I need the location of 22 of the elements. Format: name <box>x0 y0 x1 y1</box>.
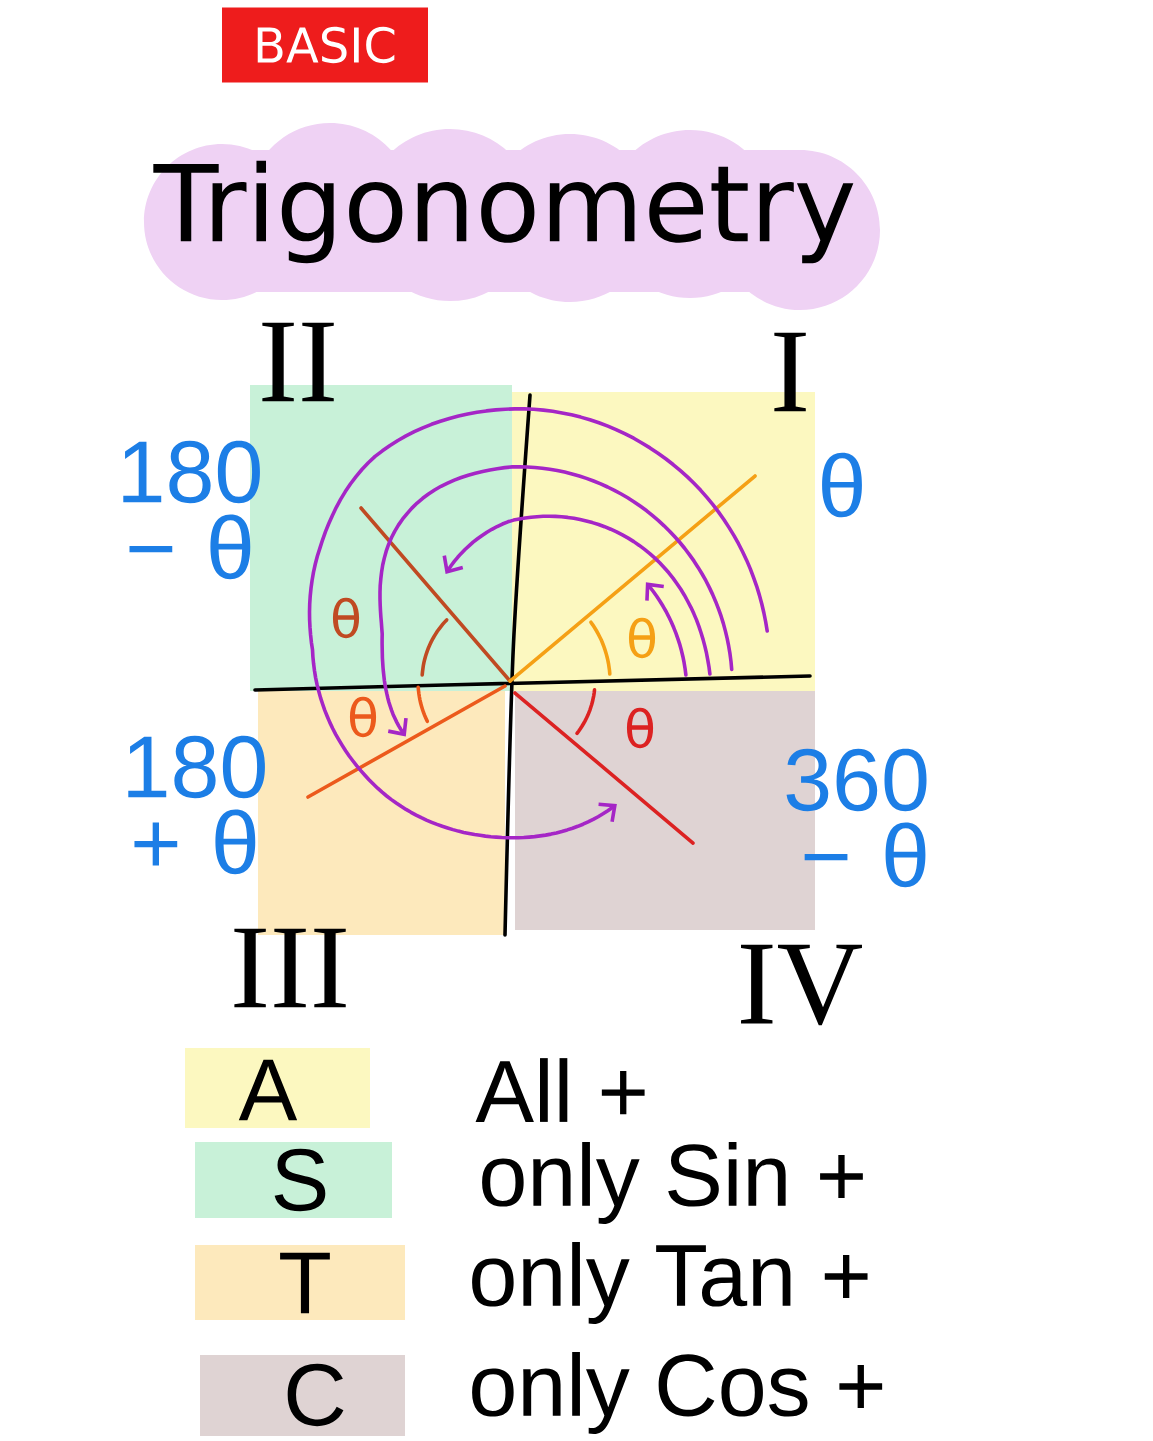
angle-formula: θ <box>822 452 862 518</box>
legend-text: All + <box>475 1058 645 1122</box>
legend-letter: T <box>280 1252 330 1314</box>
legend-letter: A <box>238 1059 298 1121</box>
quadrant-numeral: II <box>262 322 334 402</box>
angle-symbol: θ <box>349 696 377 738</box>
title: Trigonometry <box>144 123 880 310</box>
legend-letter: C <box>287 1363 344 1427</box>
tag: BASIC <box>222 7 428 83</box>
legend-text: only Tan + <box>472 1242 868 1324</box>
angle-symbol: θ <box>332 597 360 639</box>
angle-formula: 180 − θ <box>123 440 260 580</box>
angle-formula: 180 + θ <box>128 735 265 875</box>
legend-text: only Cos + <box>472 1352 883 1434</box>
legend-letter: S <box>274 1148 326 1212</box>
quadrant-numeral: IV <box>741 944 862 1026</box>
angle-symbol: θ <box>626 707 654 749</box>
angle-formula: 360 − θ <box>786 748 927 888</box>
quadrant-numeral: III <box>234 928 346 1008</box>
legend-text: only Sin + <box>482 1142 863 1224</box>
angle-symbol: θ <box>628 617 656 659</box>
quadrant-numeral: I <box>774 332 806 412</box>
